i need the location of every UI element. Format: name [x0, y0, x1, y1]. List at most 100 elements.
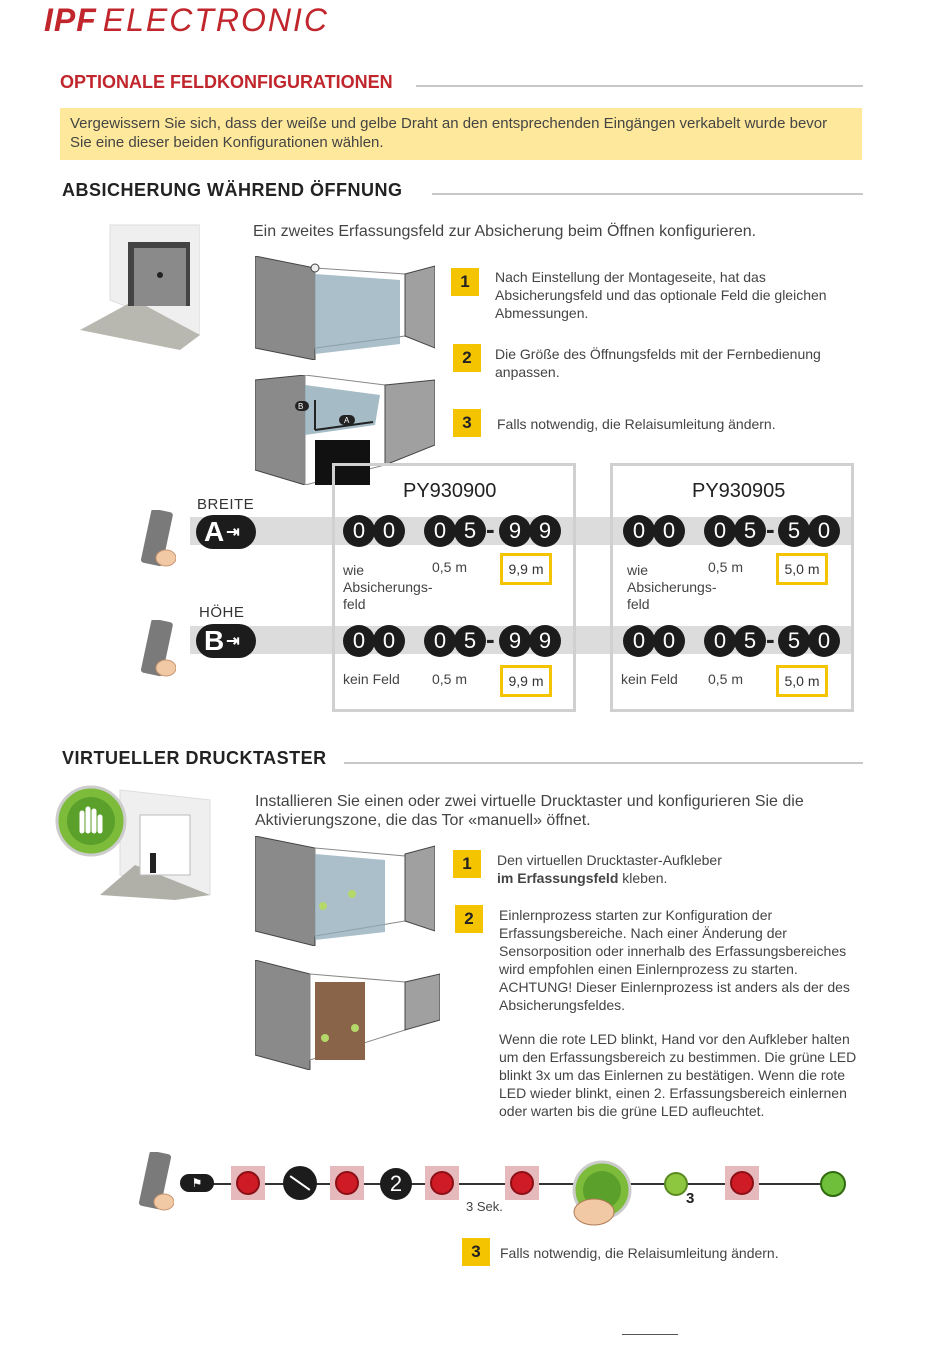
digit: 0	[343, 625, 375, 657]
step-number-3: 3	[462, 1238, 490, 1266]
row-label-height: HÖHE	[199, 604, 245, 621]
key-b-label: B	[204, 625, 225, 656]
section-title-safety: ABSICHERUNG WÄHREND ÖFFNUNG	[62, 180, 403, 200]
max-value-box: 5,0 m	[776, 553, 828, 585]
logo-bold: IPF	[44, 2, 97, 38]
value-label: kein Feld	[343, 671, 400, 687]
step-number-1: 1	[451, 268, 479, 296]
step-text-3: Falls notwendig, die Relaisumleitung änd…	[497, 416, 776, 432]
step1-text-c: kleben.	[622, 870, 668, 886]
remote-control-icon	[138, 1152, 174, 1211]
led-red-icon	[730, 1171, 754, 1195]
digit: 0	[373, 625, 405, 657]
delay-label: 3 Sek.	[466, 1199, 503, 1214]
model-box-2	[610, 463, 854, 712]
label-a: A	[344, 416, 350, 425]
step-text-2: Die Größe des Öffnungsfelds mit der Fern…	[495, 346, 821, 380]
digit: 5	[454, 515, 486, 547]
digit: 0	[808, 515, 840, 547]
digit: 0	[653, 515, 685, 547]
row-label-width: BREITE	[197, 496, 255, 513]
lock-icon: ⚑	[180, 1174, 214, 1192]
digit: 0	[424, 515, 456, 547]
digit: 5	[734, 625, 766, 657]
remote-action-icon	[283, 1166, 317, 1200]
digit: 9	[499, 515, 531, 547]
section-rule	[344, 762, 863, 764]
led-red-icon	[510, 1171, 534, 1195]
value-label: kein Feld	[621, 671, 678, 687]
step-text-2b: Wenn die rote LED blinkt, Hand vor den A…	[499, 1031, 857, 1119]
digit: 0	[704, 625, 736, 657]
safety-intro: Ein zweites Erfassungsfeld zur Absicheru…	[253, 223, 757, 240]
step-text-3: Falls notwendig, die Relaisumleitung änd…	[500, 1245, 779, 1261]
dash: -	[486, 514, 495, 544]
digit: 9	[529, 625, 561, 657]
led-green-icon	[820, 1171, 846, 1197]
virtual-button-illustration	[55, 785, 211, 900]
digit: 0	[704, 515, 736, 547]
remote-control-icon	[140, 510, 176, 567]
remote-control-icon	[140, 620, 176, 677]
section-title-virtual: VIRTUELLER DRUCKTASTER	[62, 748, 327, 768]
door-diagram-2: B A	[255, 375, 435, 485]
led-red-blink-icon	[335, 1171, 359, 1195]
label-b: B	[298, 402, 303, 411]
step-text-2a: Einlernprozess starten zur Konfiguration…	[499, 907, 850, 1013]
dash: -	[486, 624, 495, 654]
section-rule	[432, 193, 863, 195]
model-name-2: PY930905	[692, 480, 786, 502]
section-rule	[416, 85, 863, 87]
model-box-1	[332, 463, 576, 712]
dash: -	[766, 624, 775, 654]
digit: 0	[343, 515, 375, 547]
value-label: wie Absicherungs- feld	[627, 562, 717, 612]
digit: 0	[653, 625, 685, 657]
digit: 9	[529, 515, 561, 547]
digit: 0	[424, 625, 456, 657]
arrow-in-icon: ⇥	[226, 633, 240, 650]
key-a-button: A ⇥	[196, 515, 256, 549]
step1-text-a: Den virtuellen Drucktaster-Aufkleber	[497, 852, 722, 868]
step-number-2: 2	[455, 905, 483, 933]
footer-line	[622, 1334, 678, 1335]
value-label: 0,5 m	[432, 559, 468, 575]
section-title-optional: OPTIONALE FELDKONFIGURATIONEN	[60, 72, 393, 92]
step1-text-b: im Erfassungsfeld	[497, 870, 619, 886]
led-green-blink-icon	[664, 1172, 688, 1196]
digit: 0	[623, 515, 655, 547]
virtual-intro: Installieren Sie einen oder zwei virtuel…	[255, 793, 804, 829]
digit: 5	[734, 515, 766, 547]
logo-light: ELECTRONIC	[102, 2, 330, 38]
arrow-in-icon: ⇥	[226, 524, 240, 541]
value-label: 0,5 m	[708, 671, 744, 687]
step-text-1: Den virtuellen Drucktaster-Aufkleber im …	[497, 851, 857, 887]
led-red-icon	[236, 1171, 260, 1195]
max-value-box: 9,9 m	[500, 553, 552, 585]
wiring-note: Vergewissern Sie sich, dass der weiße un…	[60, 108, 862, 160]
key-a-label: A	[204, 516, 225, 547]
step-number-3: 3	[453, 409, 481, 437]
model-name-1: PY930900	[403, 480, 497, 502]
value-label: 0,5 m	[432, 671, 468, 687]
step-number-1: 1	[453, 850, 481, 878]
digit: 0	[808, 625, 840, 657]
max-value-box: 9,9 m	[500, 665, 552, 697]
door-diagram-3	[255, 836, 435, 946]
key-b-button: B ⇥	[196, 624, 256, 658]
dash: -	[766, 514, 775, 544]
digit: 5	[778, 515, 810, 547]
step-number-2: 2	[453, 344, 481, 372]
digit: 9	[499, 625, 531, 657]
count-two-icon: 2	[380, 1168, 412, 1200]
digit: 0	[623, 625, 655, 657]
value-label: 0,5 m	[708, 559, 744, 575]
door-illustration	[80, 224, 200, 350]
max-value-box: 5,0 m	[776, 665, 828, 697]
digit: 5	[454, 625, 486, 657]
value-label: wie Absicherungs- feld	[343, 562, 433, 612]
digit: 0	[373, 515, 405, 547]
step-text-1: Nach Einstellung der Montageseite, hat d…	[495, 269, 827, 321]
blink-count: 3	[686, 1190, 695, 1207]
